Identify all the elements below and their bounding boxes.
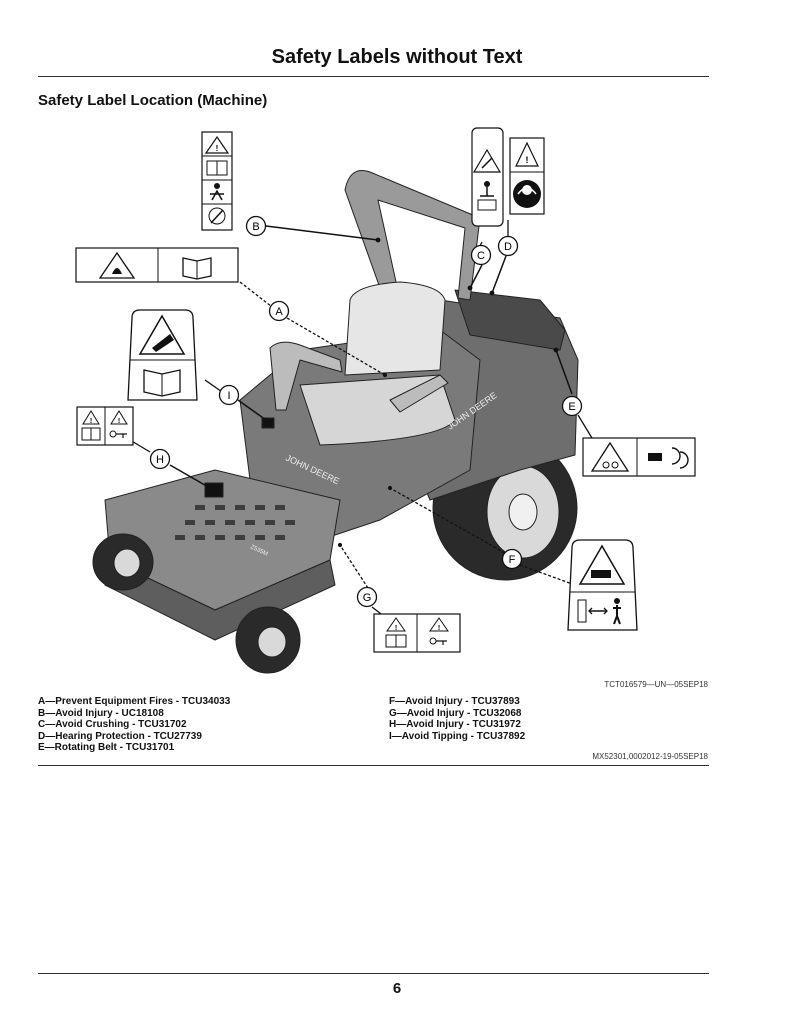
svg-text:D: D <box>504 241 512 253</box>
safety-label-i <box>127 309 198 401</box>
title-divider <box>38 76 709 77</box>
keep-distance-icon <box>577 598 621 625</box>
callout-b: B <box>245 215 267 237</box>
svg-text:B: B <box>252 221 259 233</box>
legend-left: A—Prevent Equipment Fires - TCU34033 B—A… <box>38 696 230 754</box>
safety-label-b: ! <box>201 131 233 231</box>
warning-triangle-icon <box>386 617 406 632</box>
legend-right: F—Avoid Injury - TCU37893 G—Avoid Injury… <box>389 696 525 742</box>
svg-text:I: I <box>227 390 230 402</box>
manual-icon <box>385 634 407 648</box>
callout-f: F <box>501 548 523 570</box>
seated-operator-icon <box>210 183 224 201</box>
warning-triangle-icon <box>82 410 100 425</box>
manual-icon <box>143 369 181 397</box>
svg-text:A: A <box>275 306 283 318</box>
legend-item: F—Avoid Injury - TCU37893 <box>389 696 520 707</box>
callout-g: G <box>356 586 378 608</box>
callout-h: H <box>149 448 171 470</box>
label-h-decal <box>204 482 224 498</box>
front-left-caster <box>92 533 154 591</box>
manual-icon <box>182 257 212 280</box>
warning-triangle-icon <box>429 617 449 632</box>
key-removal-icon <box>109 430 127 438</box>
svg-text:H: H <box>156 454 164 466</box>
figure-id: TCT016579—UN—05SEP18 <box>604 680 708 689</box>
deck-slots <box>175 505 295 540</box>
manual-icon <box>81 427 101 441</box>
key-removal-icon <box>429 637 447 645</box>
section-divider <box>38 765 709 766</box>
safety-label-g: ! ! <box>373 613 461 653</box>
svg-text:!: ! <box>395 625 397 632</box>
callout-d: D <box>497 235 519 257</box>
rollover-icon <box>480 181 494 197</box>
tipping-warning-icon <box>138 314 186 355</box>
manual-icon <box>206 160 228 176</box>
section-title: Safety Label Location (Machine) <box>38 92 268 109</box>
legend-item: I—Avoid Tipping - TCU37892 <box>389 730 526 742</box>
callout-e: E <box>561 395 583 417</box>
svg-text:!: ! <box>526 155 529 165</box>
callout-a: A <box>268 300 290 322</box>
safety-label-d: ! <box>509 137 545 215</box>
svg-text:!: ! <box>438 625 440 632</box>
legend-item: G—Avoid Injury - TCU32068 <box>389 707 522 719</box>
safety-label-f <box>567 539 638 631</box>
warning-triangle-icon <box>110 410 128 425</box>
warning-triangle-icon <box>515 141 539 167</box>
legend-item: A—Prevent Equipment Fires - TCU34033 <box>38 696 231 707</box>
safety-label-a <box>75 247 239 283</box>
svg-text:!: ! <box>90 418 92 425</box>
crushing-warning-icon <box>472 148 502 173</box>
hearing-protection-icon <box>513 180 541 208</box>
engine-cover <box>454 289 566 351</box>
zero-turn-mower <box>92 170 579 674</box>
legend-item: C—Avoid Crushing - TCU31702 <box>38 719 187 730</box>
legend-item: E—Rotating Belt - TCU31701 <box>38 742 175 753</box>
svg-text:!: ! <box>118 418 120 425</box>
svg-text:!: ! <box>216 144 219 153</box>
fire-warning-icon <box>98 251 136 279</box>
safety-label-c <box>471 127 504 227</box>
footer-divider <box>38 973 709 974</box>
svg-text:C: C <box>477 250 485 262</box>
right-control-lever <box>389 374 449 413</box>
left-control-lever <box>269 341 343 411</box>
belt-warning-icon <box>590 441 630 472</box>
callout-c: C <box>470 244 492 266</box>
safety-label-h: ! ! <box>76 406 134 446</box>
svg-text:F: F <box>509 554 516 566</box>
safety-label-e <box>582 437 696 477</box>
svg-text:G: G <box>363 592 372 604</box>
entanglement-icon <box>208 207 226 225</box>
warning-triangle-icon <box>204 135 230 154</box>
page-number: 6 <box>392 980 402 997</box>
seatbelt-icon <box>477 199 497 211</box>
legend-item: H—Avoid Injury - TCU31972 <box>389 719 521 730</box>
rops-bar <box>344 170 481 303</box>
seat-back <box>344 281 446 376</box>
front-right-caster <box>235 606 301 674</box>
legend-item: B—Avoid Injury - UC18108 <box>38 707 164 719</box>
rotating-belt-icon <box>648 447 689 469</box>
page-title: Safety Labels without Text <box>271 46 523 68</box>
safety-label-illustration: JOHN DEERE JOHN DEERE Z535M B A C D <box>38 115 709 680</box>
label-i-decal <box>261 417 275 429</box>
document-id: MX52301,0002012-19-05SEP18 <box>592 752 708 761</box>
callout-i: I <box>218 384 240 406</box>
legend-item: D—Hearing Protection - TCU27739 <box>38 730 202 742</box>
svg-text:E: E <box>568 401 575 413</box>
